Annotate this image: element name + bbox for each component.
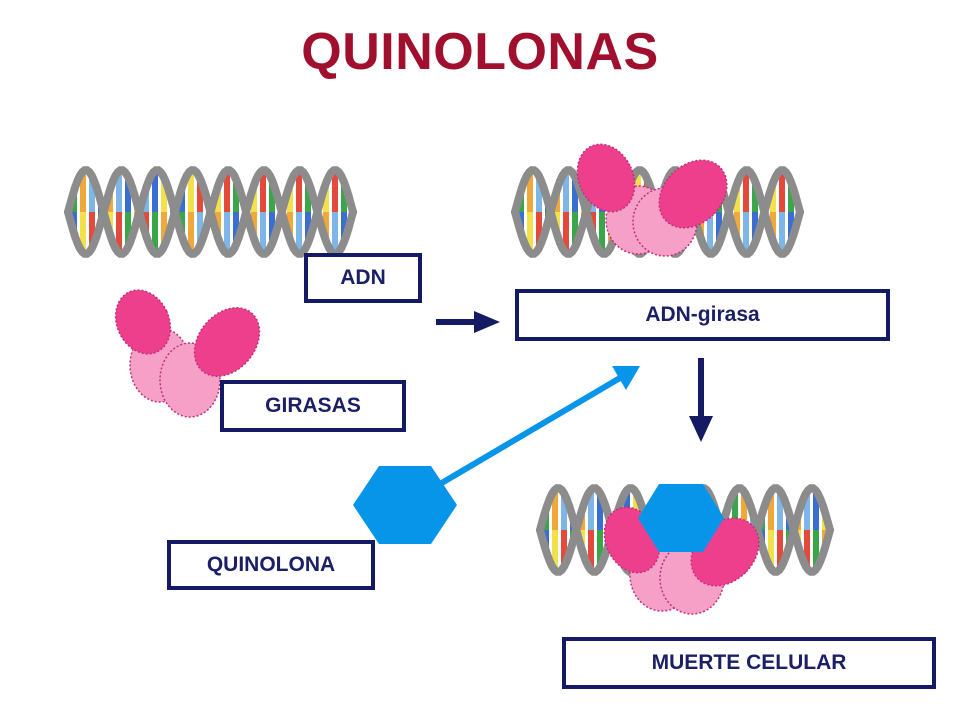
base-pair — [269, 212, 275, 244]
base-pair — [233, 179, 239, 212]
label-adn-girasa: ADN-girasa — [515, 289, 890, 341]
base-pair — [777, 490, 783, 530]
base-pair — [332, 170, 338, 212]
dna-strand — [64, 166, 357, 258]
base-pair — [80, 212, 86, 253]
base-pair — [332, 212, 338, 254]
base-pair — [323, 183, 329, 212]
label-adn-girasa-text: ADN-girasa — [645, 303, 760, 326]
base-pair — [552, 489, 558, 530]
gyrase-enzyme-icon — [576, 143, 728, 257]
base-pair — [572, 176, 578, 212]
base-pair — [80, 171, 86, 212]
base-pair — [287, 212, 293, 240]
base-pair — [116, 212, 122, 254]
base-pair — [804, 491, 810, 530]
base-pair — [527, 212, 533, 253]
base-pair — [188, 170, 194, 212]
base-pair — [116, 170, 122, 212]
base-pair — [752, 212, 758, 243]
base-pair — [89, 176, 95, 212]
base-pair — [732, 490, 738, 530]
base-pair — [779, 170, 785, 212]
gyrase-enzyme-icon — [114, 289, 261, 418]
base-pair — [777, 530, 783, 570]
base-pair — [734, 184, 740, 212]
base-pair — [527, 171, 533, 212]
base-pair — [813, 490, 819, 530]
base-pair — [561, 493, 567, 530]
label-girasas: GIRASAS — [220, 380, 406, 432]
base-pair — [260, 212, 266, 254]
dna-helix-icon — [64, 166, 357, 258]
base-pair — [536, 176, 542, 212]
base-pair — [152, 212, 158, 254]
base-pair — [707, 212, 713, 254]
base-pair — [152, 170, 158, 212]
base-pair — [563, 212, 569, 254]
base-pair — [572, 212, 578, 248]
base-pair — [125, 176, 131, 212]
base-pair — [716, 212, 722, 244]
base-pair — [768, 491, 774, 530]
base-pair — [770, 183, 776, 212]
base-pair — [770, 212, 776, 241]
base-pair — [188, 212, 194, 254]
label-adn: ADN — [304, 253, 422, 303]
base-pair — [161, 177, 167, 212]
label-adn-text: ADN — [340, 266, 386, 289]
base-pair — [260, 170, 266, 212]
base-pair — [125, 212, 131, 248]
arrow-right-icon — [436, 311, 500, 333]
base-pair — [752, 181, 758, 212]
base-pair — [813, 530, 819, 570]
base-pair — [341, 212, 347, 242]
base-pair — [233, 212, 239, 245]
base-pair — [296, 212, 302, 254]
base-pair — [561, 530, 567, 567]
base-pair — [269, 180, 275, 212]
base-pair — [743, 170, 749, 212]
base-pair — [89, 212, 95, 248]
base-pair — [788, 182, 794, 212]
base-pair — [323, 212, 329, 241]
base-pair — [597, 492, 603, 530]
base-pair — [588, 530, 594, 571]
base-pair — [599, 212, 605, 254]
label-quinolona: QUINOLONA — [167, 540, 375, 590]
base-pair — [779, 212, 785, 254]
base-pair — [588, 489, 594, 530]
base-pair — [597, 530, 603, 568]
base-pair — [804, 530, 810, 569]
base-pair — [768, 530, 774, 569]
label-girasas-text: GIRASAS — [265, 394, 361, 417]
arrow-down-icon — [689, 358, 713, 442]
label-quinolona-text: QUINOLONA — [206, 553, 336, 576]
label-muerte-celular-text: MUERTE CELULAR — [651, 651, 847, 674]
base-pair — [743, 212, 749, 254]
base-pair — [536, 212, 542, 248]
quinolone-hexagon-icon — [638, 484, 724, 552]
base-pair — [197, 178, 203, 212]
base-pair — [305, 181, 311, 212]
quinolone-hexagon-icon — [353, 466, 457, 544]
base-pair — [734, 212, 740, 240]
base-pair — [741, 491, 747, 530]
base-pair — [563, 170, 569, 212]
base-pair — [161, 212, 167, 247]
arrow-diagonal-icon — [438, 366, 640, 487]
base-pair — [341, 182, 347, 212]
base-pair — [296, 170, 302, 212]
base-pair — [305, 212, 311, 243]
base-pair — [552, 530, 558, 571]
base-pair — [197, 212, 203, 246]
slide-title: QUINOLONAS — [301, 23, 659, 81]
label-muerte-celular: MUERTE CELULAR — [562, 637, 936, 689]
base-pair — [788, 212, 794, 242]
base-pair — [224, 170, 230, 212]
base-pair — [287, 184, 293, 212]
base-pair — [224, 212, 230, 254]
